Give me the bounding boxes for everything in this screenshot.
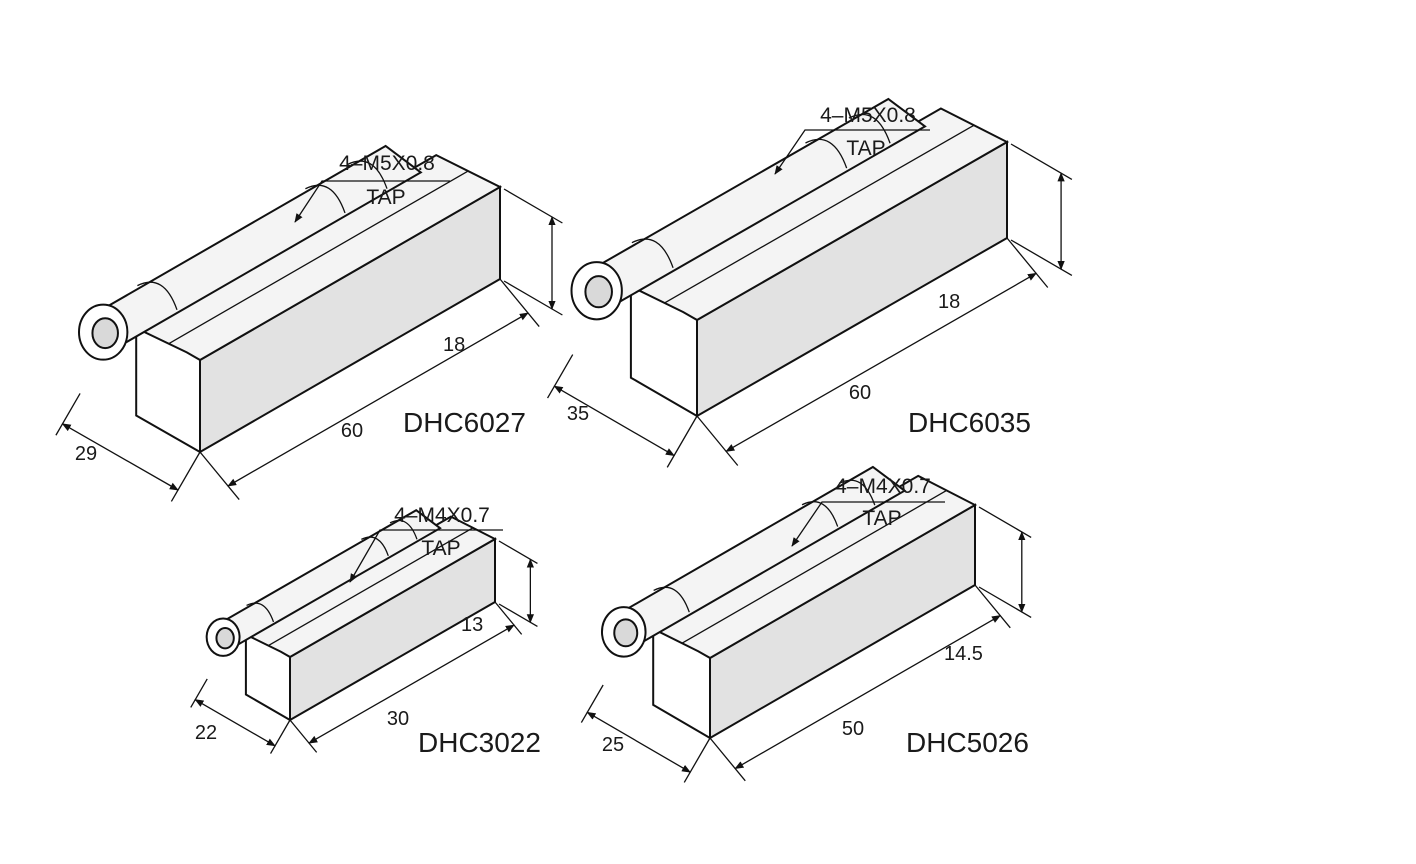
tap-leader xyxy=(349,529,503,583)
length-extension-front xyxy=(199,451,240,501)
leaf-end-face xyxy=(629,284,698,418)
leaf-crease xyxy=(663,124,975,304)
height-extension-top xyxy=(978,506,1032,538)
leaf-end-face xyxy=(652,627,711,740)
width-extension-left xyxy=(546,354,574,399)
tap-label: TAP xyxy=(421,537,460,560)
length-value: 60 xyxy=(849,382,871,404)
knuckle-ring-0 xyxy=(246,602,275,623)
width-dimension-line xyxy=(61,423,179,491)
knuckle-bore xyxy=(613,618,639,648)
knuckle-ring-0 xyxy=(653,586,690,613)
height-extension-bottom xyxy=(498,603,538,628)
width-dimension-line xyxy=(586,711,691,773)
length-extension-front xyxy=(709,737,746,782)
width-dimension-line xyxy=(194,699,276,747)
knuckle-bore xyxy=(215,627,235,650)
length-dimension-line xyxy=(725,272,1037,452)
knuckle-bore xyxy=(584,275,613,309)
length-dimension-line xyxy=(227,312,529,487)
height-value: 18 xyxy=(443,334,465,356)
length-extension-back xyxy=(974,584,1011,629)
tap-label: TAP xyxy=(366,186,405,209)
tap-label: TAP xyxy=(862,507,901,530)
height-extension-top xyxy=(1010,143,1073,181)
knuckle-ring-2 xyxy=(838,479,876,506)
model-label: DHC6035 xyxy=(908,407,1031,438)
width-extension-right xyxy=(170,451,201,502)
tap-label: TAP xyxy=(846,137,885,160)
length-value: 60 xyxy=(341,420,363,442)
knuckle-bore xyxy=(91,317,119,350)
height-extension-bottom xyxy=(978,586,1032,618)
length-dimension-line xyxy=(734,615,1001,770)
length-value: 30 xyxy=(387,708,409,730)
height-value: 13 xyxy=(461,614,483,636)
width-value: 29 xyxy=(75,443,97,465)
leaf-crease xyxy=(167,170,469,345)
width-extension-left xyxy=(580,684,604,723)
width-extension-right xyxy=(666,415,698,468)
model-label: DHC6027 xyxy=(403,407,526,438)
length-extension-front xyxy=(696,415,739,466)
height-extension-bottom xyxy=(1010,239,1073,277)
width-value: 22 xyxy=(195,722,217,744)
length-extension-back xyxy=(1006,237,1049,288)
length-extension-back xyxy=(494,601,523,635)
length-extension-front xyxy=(289,719,318,753)
model-label: DHC5026 xyxy=(906,727,1029,758)
height-value: 14.5 xyxy=(944,643,983,665)
knuckle-ring-1 xyxy=(361,536,389,557)
width-extension-right xyxy=(683,737,711,783)
length-value: 50 xyxy=(842,718,864,740)
height-extension-top xyxy=(503,188,563,224)
width-value: 25 xyxy=(602,734,624,756)
width-extension-right xyxy=(269,719,291,754)
width-dimension-line xyxy=(553,385,675,457)
knuckle-ring-1 xyxy=(801,501,839,527)
height-extension-bottom xyxy=(503,280,563,316)
width-extension-left xyxy=(55,393,81,436)
length-extension-back xyxy=(499,278,540,328)
knuckle-ring-2 xyxy=(347,160,388,189)
leaf-end-face xyxy=(135,326,201,454)
knuckle-ring-1 xyxy=(805,138,848,169)
thread-spec: 4–M4X0.7 xyxy=(835,475,931,498)
knuckle-ring-2 xyxy=(389,519,418,540)
width-extension-left xyxy=(190,678,208,708)
knuckle-ring-2 xyxy=(848,113,891,144)
thread-spec: 4–M4X0.7 xyxy=(394,504,490,527)
thread-spec: 4–M5X0.8 xyxy=(339,152,435,175)
knuckle-ring-1 xyxy=(305,184,346,214)
length-dimension-line xyxy=(308,624,515,744)
leaf-crease xyxy=(267,527,474,647)
height-extension-top xyxy=(498,540,538,565)
leaf-end-face xyxy=(244,632,291,722)
model-label: DHC3022 xyxy=(418,727,541,758)
tap-leader xyxy=(791,501,945,547)
height-value: 18 xyxy=(938,291,960,313)
thread-spec: 4–M5X0.8 xyxy=(820,104,916,127)
leaf-crease xyxy=(681,489,947,645)
width-value: 35 xyxy=(567,403,589,425)
knuckle-ring-0 xyxy=(631,238,674,269)
tap-leader xyxy=(294,180,450,223)
knuckle-ring-0 xyxy=(137,281,178,311)
tap-leader xyxy=(774,129,930,175)
hinges-layer: DHC60272960184–M5X0.8TAPDHC60353560184–M… xyxy=(55,97,1073,783)
